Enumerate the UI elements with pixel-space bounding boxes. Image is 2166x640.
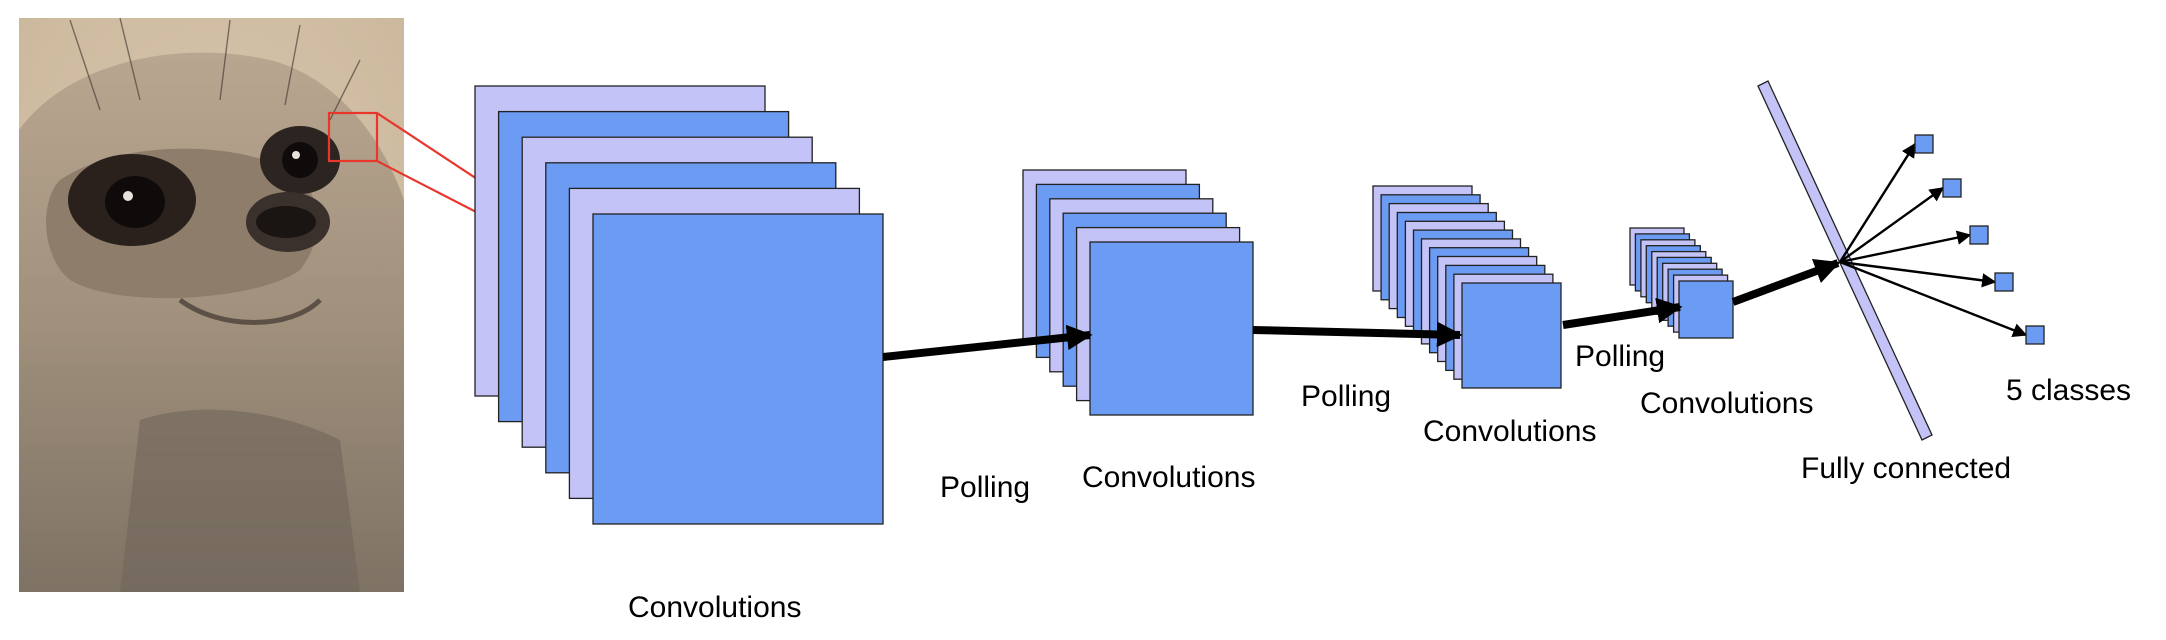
label-conv3: Convolutions — [1423, 415, 1596, 448]
output-arrow — [1839, 230, 1972, 264]
output-arrow — [1839, 260, 2028, 337]
arrow-conv2-to-conv3 — [1252, 321, 1463, 348]
arrow-conv4-to-fc — [1731, 259, 1841, 306]
receptive-field-box — [327, 111, 379, 163]
output-class-node — [1942, 178, 1962, 198]
output-arrow — [1839, 260, 1997, 288]
output-class-node — [1969, 225, 1989, 245]
conv1-feature-map — [592, 213, 884, 525]
output-arrow — [1838, 142, 1917, 263]
conv2-feature-map — [1089, 241, 1254, 416]
label-pool3: Polling — [1575, 340, 1665, 373]
label-conv2: Convolutions — [1082, 461, 1255, 494]
label-pool1: Polling — [940, 471, 1030, 504]
meerkat-photo — [19, 17, 404, 592]
conv1-feature-maps — [474, 85, 884, 525]
arrow-conv1-to-conv2 — [882, 324, 1093, 361]
label-conv1: Convolutions — [628, 591, 801, 624]
label-fully-connected: Fully connected — [1801, 452, 2011, 485]
conv2-feature-maps — [1022, 169, 1254, 416]
output-class-node — [2025, 325, 2045, 345]
label-classes: 5 classes — [2006, 374, 2131, 407]
output-class-node — [1914, 134, 1934, 154]
output-arrow — [1839, 187, 1945, 263]
conv4-feature-map — [1678, 280, 1734, 339]
output-class-node — [1994, 272, 2014, 292]
flow-arrows — [882, 259, 1841, 361]
output-classes — [1838, 134, 2045, 345]
conv3-feature-map — [1461, 282, 1562, 389]
conv3-feature-maps — [1372, 185, 1562, 389]
label-pool2: Polling — [1301, 380, 1391, 413]
conv4-feature-maps — [1629, 227, 1734, 339]
label-conv4: Convolutions — [1640, 387, 1813, 420]
arrow-conv3-to-conv4 — [1562, 297, 1683, 329]
